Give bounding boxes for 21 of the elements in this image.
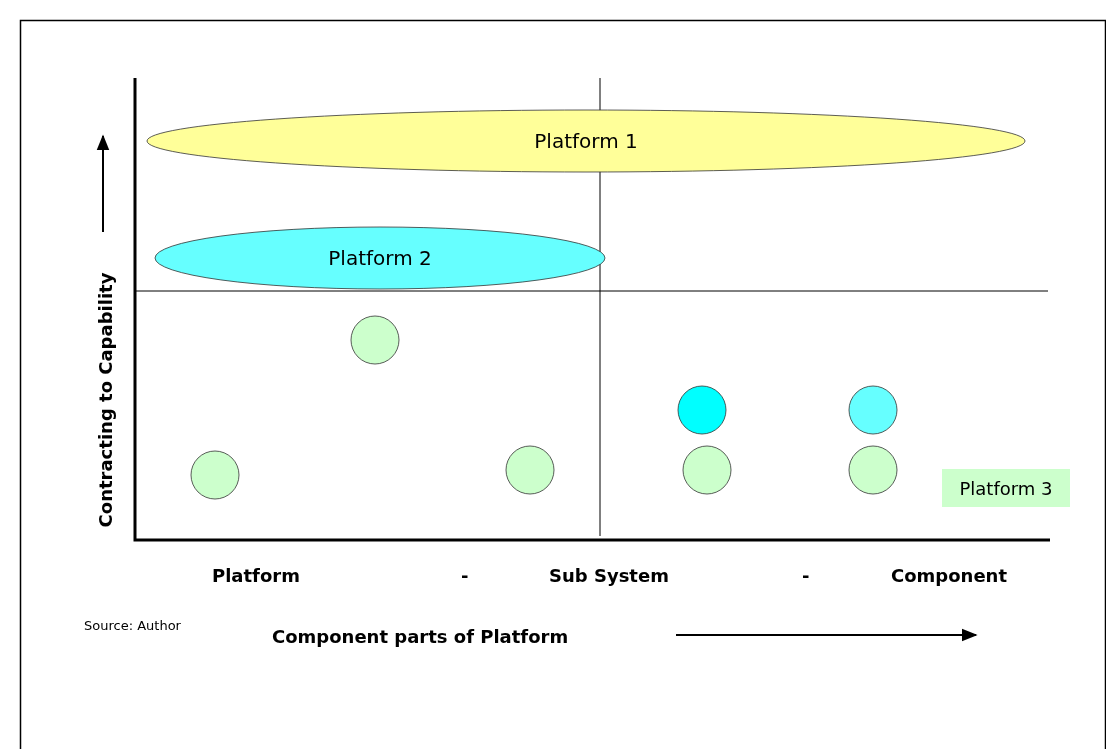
circle-marker — [677, 385, 727, 435]
axis-category-label: Sub System — [549, 565, 669, 586]
source-note: Source: Author — [84, 618, 181, 633]
circle-marker — [505, 445, 555, 495]
circle-marker — [848, 385, 898, 435]
ellipse-region — [146, 109, 1026, 173]
separator: - — [802, 565, 810, 586]
ellipse-region — [154, 226, 606, 290]
circle-marker — [848, 445, 898, 495]
circle-marker — [190, 450, 240, 500]
label-box — [942, 469, 1070, 507]
axis-title: Contracting to Capability — [94, 272, 116, 528]
separator: - — [461, 565, 469, 586]
axis-category-label: Platform — [212, 565, 300, 586]
node-label: Platform 3 — [959, 477, 1053, 499]
circle-marker — [682, 445, 732, 495]
node-label: Platform 1 — [534, 129, 638, 153]
node-label: Platform 2 — [328, 246, 432, 270]
circle-marker — [350, 315, 400, 365]
axis-title: Component parts of Platform — [272, 626, 569, 647]
axis-category-label: Component — [891, 565, 1008, 586]
